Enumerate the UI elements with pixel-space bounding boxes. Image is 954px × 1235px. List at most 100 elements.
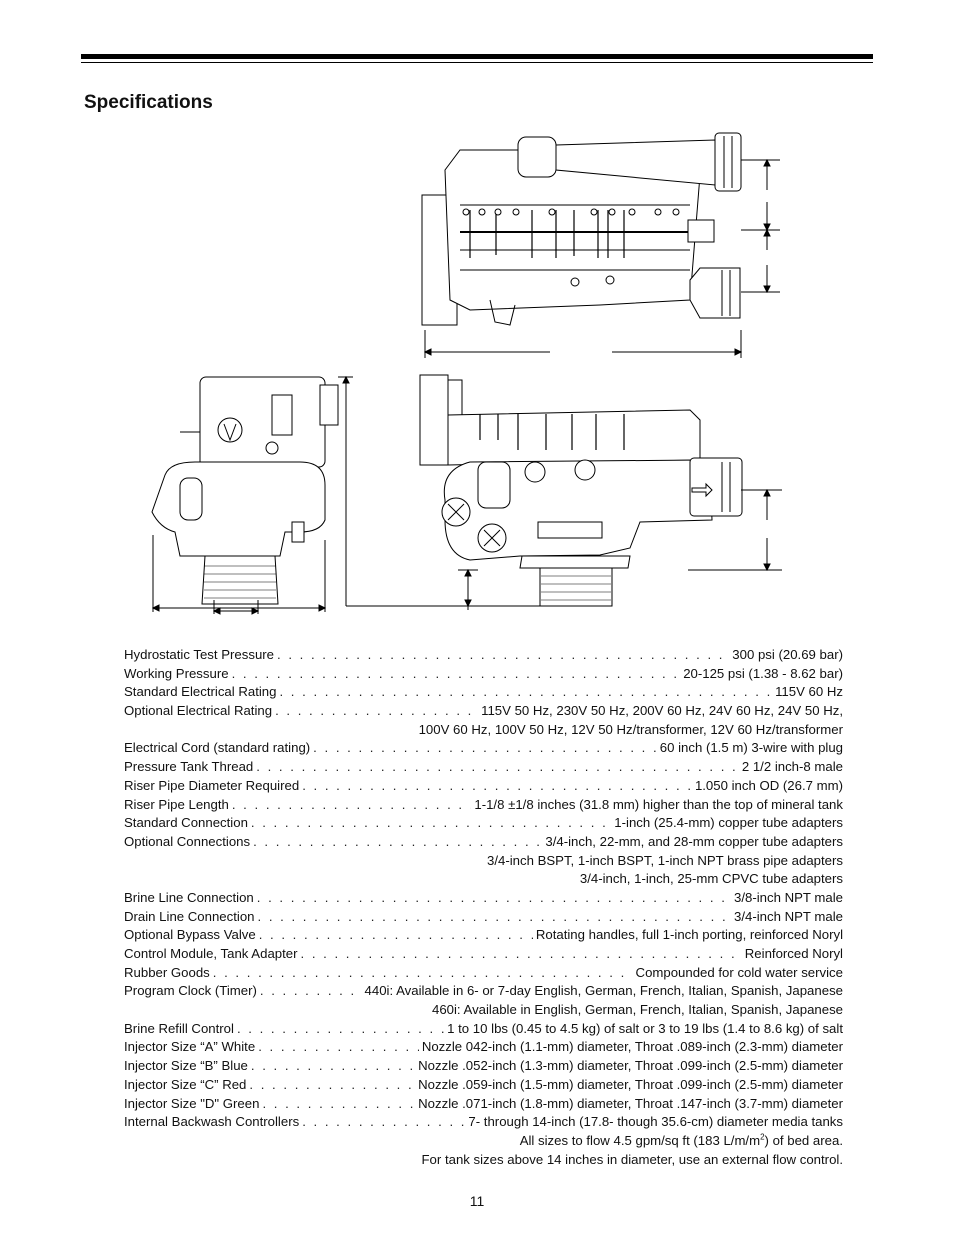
spec-value: 3/4-inch NPT male: [734, 908, 843, 924]
spec-value: 1 to 10 lbs (0.45 to 4.5 kg) of salt or …: [447, 1020, 843, 1036]
spec-value: Nozzle .052-inch (1.3-mm) diameter, Thro…: [418, 1058, 843, 1074]
dot-leader: [262, 1095, 415, 1114]
spec-label: Injector Size "D" Green: [124, 1095, 260, 1111]
spec-row: Brine Refill Control 1 to 10 lbs (0.45 to…: [124, 1020, 843, 1039]
valve-dimension-diagram: [151, 132, 782, 615]
spec-label: Hydrostatic Test Pressure: [124, 647, 274, 662]
spec-row: Standard Connection 1-inch (25.4-mm) copp…: [124, 814, 843, 833]
spec-value: Rotating handles, full 1-inch porting, r…: [535, 927, 843, 943]
spec-label: Brine Line Connection: [124, 889, 254, 905]
spec-value: 115V 60 Hz: [775, 684, 843, 700]
spec-continuation: 100V 60 Hz, 100V 50 Hz, 12V 50 Hz/transf…: [418, 721, 843, 737]
dot-leader: [249, 1076, 415, 1095]
dot-leader: [301, 945, 742, 964]
spec-value: 3/8-inch NPT male: [734, 889, 843, 905]
spec-label: Riser Pipe Length: [124, 796, 229, 812]
spec-value: 20-125 psi (1.38 - 8.62 bar): [683, 665, 843, 681]
spec-row: Drain Line Connection 3/4-inch NPT male: [124, 908, 843, 927]
page-number: 11: [469, 1193, 485, 1209]
spec-label: Optional Electrical Rating: [124, 703, 273, 719]
tank-note: For tank sizes above 14 inches in diamet…: [421, 1151, 844, 1167]
spec-value: 1-inch (25.4-mm) copper tube adapters: [614, 815, 843, 831]
spec-row: Working Pressure 20-125 psi (1.38 - 8.62 …: [124, 665, 843, 684]
spec-continuation: 3/4-inch, 1-inch, 25-mm CPVC tube adapte…: [579, 871, 843, 887]
spec-value: Nozzle 042-inch (1.1-mm) diameter, Throa…: [421, 1039, 843, 1055]
page-title: Specifications: [84, 92, 213, 113]
spec-label: Riser Pipe Diameter Required: [124, 777, 300, 793]
flow-note-text: All sizes to flow 4.5 gpm/sq ft (183 L/m…: [519, 1132, 761, 1148]
spec-label: Injector Size “A” White: [124, 1039, 256, 1055]
spec-row: Optional Bypass ValveRotating handles, f…: [124, 926, 843, 945]
spec-continuation: 3/4-inch BSPT, 1-inch BSPT, 1-inch NPT b…: [487, 852, 843, 868]
dot-leader: [251, 1057, 415, 1076]
spec-label: Injector Size “C” Red: [124, 1076, 247, 1092]
dot-leader: [232, 796, 472, 815]
spec-row: Program Clock (Timer) 440i: Available in …: [124, 982, 843, 1001]
valve-side-view: [151, 375, 520, 615]
valve-top-view: [421, 132, 780, 358]
dot-leader: [302, 777, 692, 796]
spec-row: Brine Line Connection 3/8-inch NPT male: [124, 889, 843, 908]
spec-row: Internal Backwash Controllers 7- through …: [124, 1113, 843, 1132]
spec-label: Standard Electrical Rating: [124, 684, 277, 700]
dot-leader: [213, 964, 633, 983]
flow-note: All sizes to flow 4.5 gpm/sq ft (183 L/m…: [124, 1132, 843, 1151]
valve-front-view: [419, 374, 782, 610]
spec-value: Nozzle .059-inch (1.5-mm) diameter, Thro…: [418, 1076, 843, 1092]
spec-value: 1-1/8 ±1/8 inches (31.8 mm) higher than …: [474, 796, 843, 812]
spec-label: Pressure Tank Thread: [124, 759, 254, 775]
dot-leader: [257, 889, 731, 908]
spec-label: Rubber Goods: [124, 964, 210, 980]
dot-leader: [260, 982, 362, 1001]
flow-note-superscript: 2: [760, 1132, 765, 1142]
spec-row: Riser Pipe Diameter Required1.050 inch O…: [124, 777, 843, 796]
spec-row: Riser Pipe Length 1-1/8 ±1/8 inches (31.8…: [124, 796, 843, 815]
dot-leader: [258, 1038, 419, 1057]
spec-label: Standard Connection: [124, 815, 248, 831]
dot-leader: [251, 814, 611, 833]
dot-leader: [232, 665, 681, 684]
spec-row: Injector Size “B” BlueNozzle .052-inch (…: [124, 1057, 843, 1076]
dot-leader: [277, 646, 729, 665]
dot-leader: [279, 683, 772, 702]
dot-leader: [253, 833, 542, 852]
spec-row: Injector Size "D" Green Nozzle .071-inch …: [124, 1095, 843, 1114]
spec-row: Standard Electrical Rating 115V 60 Hz: [124, 683, 843, 702]
spec-value: 7- through 14-inch (17.8- though 35.6-cm…: [468, 1114, 843, 1130]
spec-label: Working Pressure: [124, 665, 229, 681]
dot-leader: [258, 908, 732, 927]
spec-row: Electrical Cord (standard rating)60 inch…: [124, 739, 843, 758]
spec-row: Injector Size “C” Red Nozzle .059-inch (1…: [124, 1076, 843, 1095]
dot-leader: [237, 1020, 444, 1039]
spec-value: 3/4-inch, 22-mm, and 28-mm copper tube a…: [545, 833, 843, 849]
spec-label: Optional Connections: [124, 833, 251, 849]
spec-row: Pressure Tank Thread 2 1/2 inch-8 male: [124, 758, 843, 777]
spec-label: Drain Line Connection: [124, 908, 255, 924]
spec-label: Internal Backwash Controllers: [124, 1114, 300, 1130]
dot-leader: [259, 926, 533, 945]
spec-row: Optional Electrical Rating 115V 50 Hz, 23…: [124, 702, 843, 721]
spec-row: Control Module, Tank Adapter Reinforced N…: [124, 945, 843, 964]
dot-leader: [302, 1113, 465, 1132]
spec-value: Compounded for cold water service: [635, 964, 843, 980]
spec-row: Injector Size “A” White Nozzle 042-inch (…: [124, 1038, 843, 1057]
spec-value: 115V 50 Hz, 230V 50 Hz, 200V 60 Hz, 24V …: [481, 703, 843, 719]
header-rule-thick: [81, 54, 873, 59]
dot-leader: [313, 739, 657, 758]
spec-label: Electrical Cord (standard rating): [124, 740, 311, 756]
spec-value: Reinforced Noryl: [744, 946, 843, 961]
spec-row: Hydrostatic Test Pressure 300 psi (20.69 …: [124, 646, 843, 665]
spec-row: Optional Connections 3/4-inch, 22-mm, and…: [124, 833, 843, 852]
flow-note-end: ) of bed area.: [764, 1132, 843, 1148]
spec-continuation: 460i: Available in English, German, Fren…: [431, 1002, 843, 1018]
specifications-list: Hydrostatic Test Pressure 300 psi (20.69 …: [124, 646, 843, 1169]
spec-label: Control Module, Tank Adapter: [124, 946, 298, 961]
header-rule-thin: [81, 62, 873, 63]
spec-label: Brine Refill Control: [124, 1020, 234, 1036]
spec-value: 300 psi (20.69 bar): [732, 647, 843, 662]
dot-leader: [256, 758, 739, 777]
spec-value: 2 1/2 inch-8 male: [741, 759, 843, 775]
spec-value: Nozzle .071-inch (1.8-mm) diameter, Thro…: [418, 1095, 843, 1111]
spec-label: Program Clock (Timer): [124, 983, 257, 999]
spec-value: 440i: Available in 6- or 7-day English, …: [364, 983, 843, 999]
